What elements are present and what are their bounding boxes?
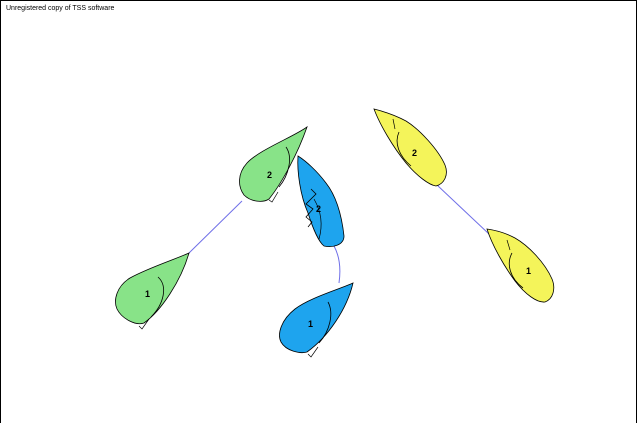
yellow-link-line <box>436 184 490 235</box>
green-boat-1-sail <box>150 276 165 318</box>
yellow-boat-2-sail <box>392 118 396 130</box>
yellow-boat-2: 2 <box>373 108 447 187</box>
green-boat-1-sail <box>138 318 150 330</box>
blue-boat-1-sail <box>307 346 319 358</box>
yellow-boat-1: 1 <box>486 228 555 303</box>
blue-boat-2-sail <box>313 198 322 240</box>
green-boat-1-number: 1 <box>145 289 150 299</box>
green-link-line <box>188 200 243 254</box>
blue-boat-1-sail <box>318 301 332 344</box>
green-boat-2-sail <box>278 146 290 188</box>
blue-boat-2-number: 2 <box>316 204 321 214</box>
yellow-boat-1-hull <box>486 228 555 303</box>
blue-boat-1-hull <box>279 282 354 353</box>
blue-boat-2: 2 <box>297 155 345 247</box>
green-boat-2-hull <box>239 125 308 202</box>
yellow-boat-1-sail <box>506 239 511 251</box>
yellow-boat-2-hull <box>373 108 447 187</box>
watermark-text: Unregistered copy of TSS software <box>6 5 115 12</box>
green-boat-2-number: 2 <box>267 170 272 180</box>
green-boat-1: 1 <box>115 252 190 330</box>
blue-link-line <box>333 245 341 284</box>
yellow-boat-2-sail <box>396 131 412 167</box>
green-boat-2-sail <box>268 191 279 203</box>
blue-boat-2-hull <box>297 155 345 247</box>
yellow-boat-1-sail <box>508 252 524 289</box>
blue-boat-1: 1 <box>279 282 354 358</box>
blue-boat-1-number: 1 <box>308 319 313 329</box>
blue-boat-2-sail <box>305 188 317 228</box>
green-boat-1-hull <box>115 252 190 325</box>
yellow-boat-1-number: 1 <box>526 266 531 276</box>
yellow-boat-2-number: 2 <box>412 148 417 158</box>
green-boat-2: 2 <box>239 125 308 203</box>
